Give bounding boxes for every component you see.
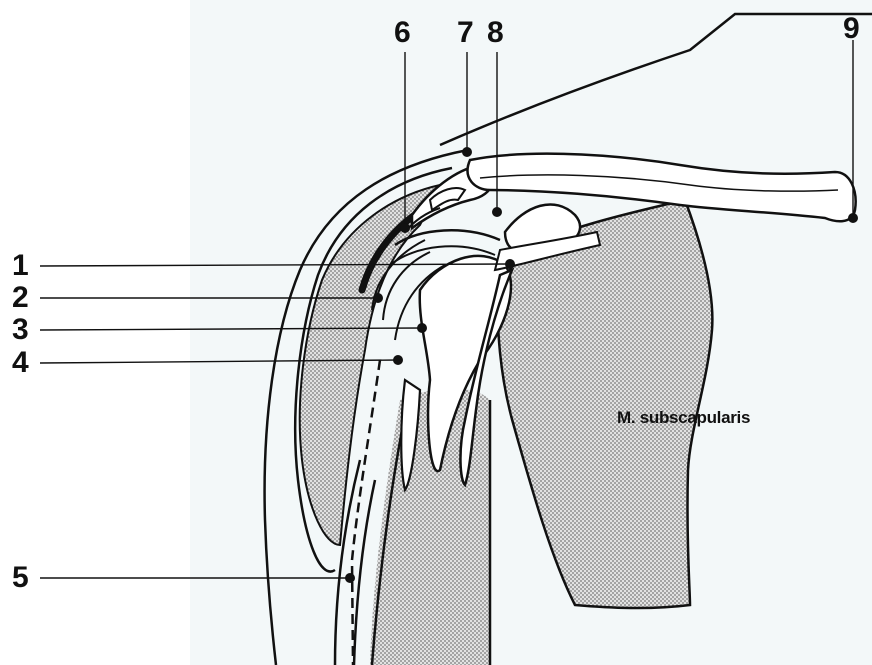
label-5: 5 — [12, 563, 29, 593]
label-7: 7 — [457, 18, 474, 48]
marker-dot-6 — [400, 223, 410, 233]
marker-dot-9 — [848, 213, 858, 223]
marker-dot-4 — [393, 355, 403, 365]
marker-dot-1 — [505, 259, 515, 269]
marker-dot-2 — [373, 293, 383, 303]
label-8: 8 — [487, 18, 504, 48]
marker-dot-7 — [462, 147, 472, 157]
label-6: 6 — [394, 18, 411, 48]
marker-dot-5 — [345, 573, 355, 583]
label-4: 4 — [12, 348, 29, 378]
marker-dot-3 — [417, 323, 427, 333]
subscapularis-label: M. subscapularis — [617, 408, 750, 428]
label-2: 2 — [12, 283, 29, 313]
label-1: 1 — [12, 251, 29, 281]
label-3: 3 — [12, 315, 29, 345]
neck-outline — [440, 14, 872, 145]
leader-line-1 — [40, 264, 510, 266]
marker-dot-8 — [492, 207, 502, 217]
label-9: 9 — [843, 14, 860, 44]
